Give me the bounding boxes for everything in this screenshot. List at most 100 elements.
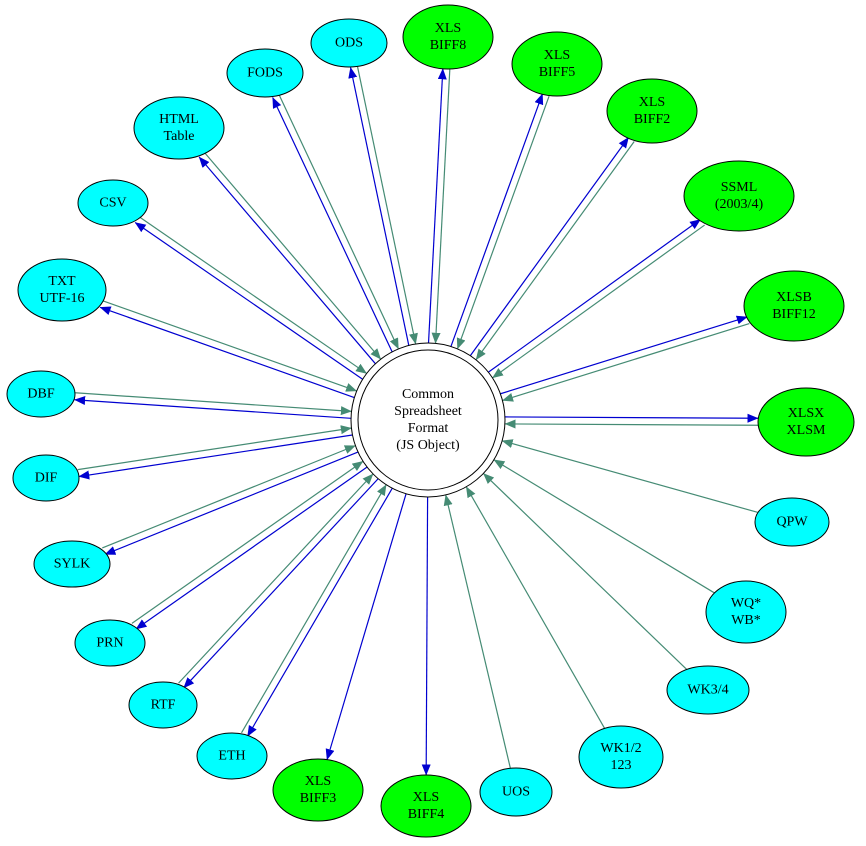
node-label: XLS <box>544 48 570 63</box>
node-label: TXT <box>48 274 76 289</box>
node-uos: UOS <box>479 767 553 817</box>
node-label: SYLK <box>54 557 91 572</box>
center-label: (JS Object) <box>396 438 460 453</box>
read-edge-dbf <box>75 392 352 416</box>
node-xls-biff3: XLS BIFF3 <box>272 758 364 822</box>
center-inner-circle <box>357 349 499 491</box>
read-edge-rtf <box>178 473 374 684</box>
read-edge-csv <box>138 216 367 374</box>
nodes-layer: ODSXLSBIFF8XLSBIFF5XLSBIFF2SSML(2003/4)X… <box>6 4 855 838</box>
write-edge-prn <box>135 466 368 630</box>
node-label: SSML <box>721 180 758 195</box>
node-label: XLSB <box>776 290 812 305</box>
node-shape-dbf <box>6 370 76 418</box>
node-qpw: QPW <box>754 497 830 547</box>
node-shape-wq-wb <box>705 580 787 644</box>
node-shape-xls-biff2 <box>606 78 698 144</box>
node-shape-html-table <box>133 96 225 160</box>
node-csv: CSV <box>77 179 149 227</box>
node-xls-biff5: XLS BIFF5 <box>511 31 603 97</box>
node-shape-txt-utf16 <box>17 258 107 322</box>
node-shape-dif <box>12 454 80 502</box>
node-xls-biff2: XLS BIFF2 <box>606 78 698 144</box>
node-xlsb: XLSB BIFF12 <box>743 270 845 342</box>
node-shape-csv <box>77 179 149 227</box>
write-edge-xls-biff2 <box>469 136 630 356</box>
node-label: BIFF12 <box>772 307 816 322</box>
write-edge-fods <box>272 97 393 353</box>
write-edge-eth <box>247 487 393 737</box>
node-label: CSV <box>99 196 126 211</box>
write-edge-xls-biff8 <box>427 68 447 343</box>
node-shape-xlsx <box>757 387 855 457</box>
node-label: RTF <box>151 698 176 713</box>
node-shape-xls-biff3 <box>272 758 364 822</box>
node-rtf: RTF <box>128 681 198 729</box>
node-label: XLSM <box>787 423 826 438</box>
node-label: ODS <box>335 36 363 51</box>
read-edge-xls-biff2 <box>475 141 635 361</box>
read-edge-wq-wb <box>493 459 715 594</box>
node-eth: ETH <box>196 732 268 780</box>
read-edge-sylk <box>102 445 356 549</box>
read-edge-xlsx <box>504 419 758 429</box>
read-edge-txt-utf16 <box>102 300 358 392</box>
write-edge-txt-utf16 <box>99 306 355 399</box>
node-ssml: SSML(2003/4) <box>683 160 795 232</box>
node-shape-eth <box>196 732 268 780</box>
read-edge-xlsb <box>502 322 750 402</box>
node-shape-xls-biff8 <box>402 4 494 70</box>
node-sylk: SYLK <box>33 540 111 588</box>
node-label: BIFF2 <box>634 112 671 127</box>
node-shape-sylk <box>33 540 111 588</box>
node-label: QPW <box>776 515 808 530</box>
read-edge-prn <box>131 460 364 624</box>
node-label: BIFF3 <box>300 791 337 806</box>
read-edge-ssml <box>492 224 705 379</box>
node-shape-xlsb <box>743 270 845 342</box>
node-label: BIFF8 <box>430 38 467 53</box>
write-edge-ods <box>348 67 410 346</box>
node-label: BIFF5 <box>539 65 576 80</box>
center-outer-circle <box>350 342 506 498</box>
node-label: XLS <box>639 95 665 110</box>
center-label: Common <box>402 387 454 402</box>
write-edge-xlsx <box>505 413 759 423</box>
center-label: Format <box>408 421 449 436</box>
read-edge-html-table <box>203 152 382 360</box>
read-edge-uos <box>443 494 511 769</box>
read-edge-wk12-123 <box>465 486 606 729</box>
write-edge-dif <box>78 434 353 480</box>
node-wk34: WK3/4 <box>666 665 750 715</box>
node-dif: DIF <box>12 454 80 502</box>
node-shape-fods <box>226 48 304 98</box>
node-label: PRN <box>96 636 123 651</box>
node-label: FODS <box>247 66 283 81</box>
write-edge-xls-biff4 <box>421 496 431 776</box>
node-label: WK1/2 <box>600 741 641 756</box>
node-prn: PRN <box>74 619 146 667</box>
node-shape-rtf <box>128 681 198 729</box>
node-shape-ods <box>310 18 388 68</box>
node-label: XLSX <box>788 406 825 421</box>
node-wq-wb: WQ*WB* <box>705 580 787 644</box>
node-label: DIF <box>35 471 58 486</box>
write-edge-ssml <box>488 218 701 373</box>
write-edge-html-table <box>198 156 376 365</box>
write-edge-xls-biff3 <box>325 493 407 761</box>
write-edge-sylk <box>104 451 359 556</box>
center-label: Spreadsheet <box>394 404 462 419</box>
node-label: Table <box>164 129 195 144</box>
node-shape-qpw <box>754 497 830 547</box>
node-label: HTML <box>159 112 199 127</box>
node-label: WB* <box>731 613 761 628</box>
write-edge-rtf <box>183 478 379 689</box>
write-edge-dbf <box>74 395 351 419</box>
read-edge-fods <box>278 94 399 350</box>
node-label: XLS <box>305 774 331 789</box>
